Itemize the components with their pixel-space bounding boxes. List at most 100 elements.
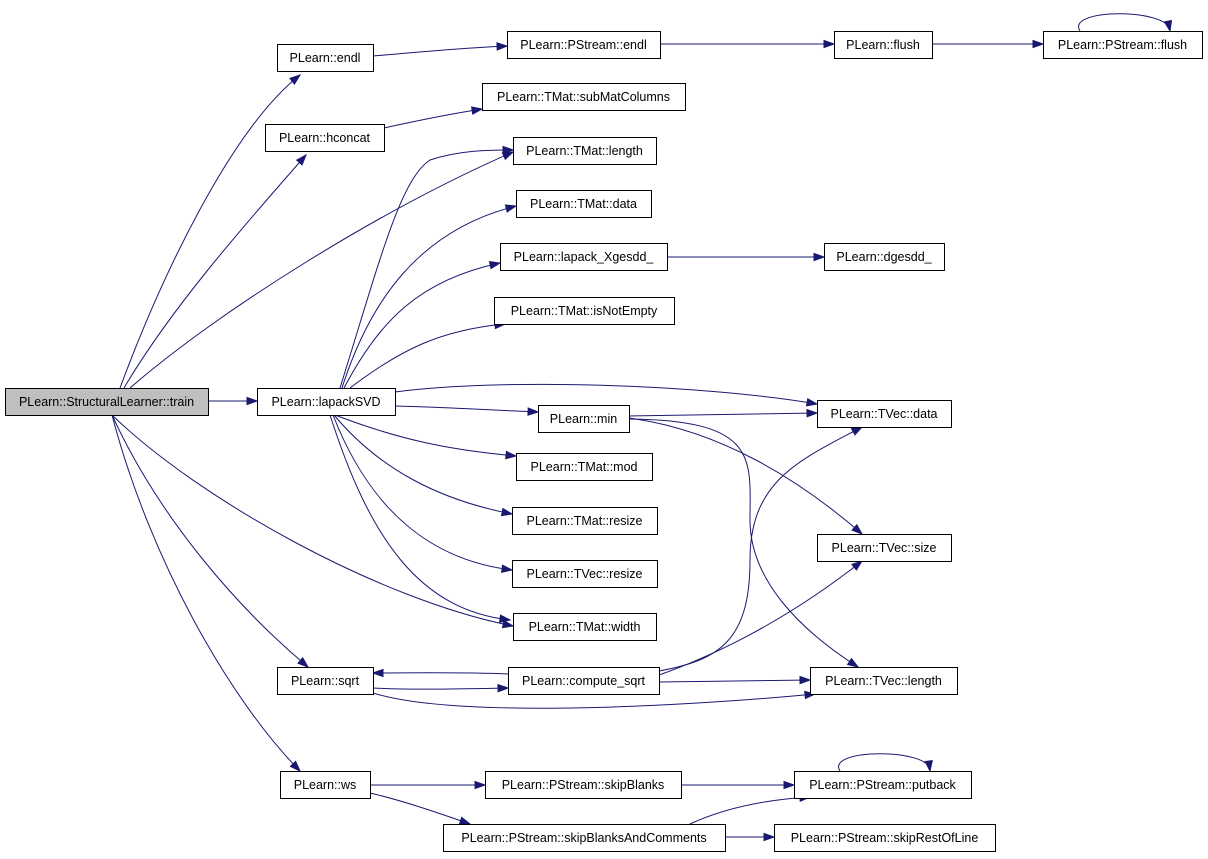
- arrowhead: [851, 560, 864, 571]
- node-box: [482, 83, 686, 111]
- node-label: PLearn::TVec::data: [830, 407, 937, 421]
- edge-sqrt-to-tvec_length: [372, 690, 817, 709]
- arrowhead: [504, 204, 518, 213]
- edge-lapackSVD-to-tvec_data: [394, 383, 819, 407]
- node-tvec_length[interactable]: PLearn::TVec::length: [810, 667, 958, 695]
- node-label: PLearn::PStream::skipBlanks: [502, 778, 665, 792]
- node-tmat_resize[interactable]: PLearn::TMat::resize: [512, 507, 658, 535]
- edge-train-to-hconcat: [123, 153, 307, 389]
- node-box: [512, 507, 658, 535]
- node-skipRestOfLine[interactable]: PLearn::PStream::skipRestOfLine: [774, 824, 996, 852]
- arrowhead: [501, 619, 515, 629]
- arrowhead: [850, 426, 864, 436]
- node-label: PLearn::flush: [846, 38, 920, 52]
- node-tmat_data[interactable]: PLearn::TMat::data: [516, 190, 652, 218]
- node-box: [817, 400, 952, 428]
- node-box: [774, 824, 996, 852]
- edge-lapackSVD-to-tmat_data: [341, 204, 518, 389]
- edge-train-to-endl: [119, 74, 302, 389]
- arrowhead: [289, 74, 302, 85]
- arrowhead: [246, 396, 259, 406]
- arrowhead: [371, 668, 384, 678]
- node-lapack_xgesdd[interactable]: PLearn::lapack_Xgesdd_: [500, 243, 668, 271]
- node-tvec_resize[interactable]: PLearn::TVec::resize: [512, 560, 658, 588]
- node-tmat_width[interactable]: PLearn::TMat::width: [513, 613, 657, 641]
- node-compute_sqrt[interactable]: PLearn::compute_sqrt: [508, 667, 660, 695]
- node-label: PLearn::TVec::resize: [526, 567, 642, 581]
- edge-skipBlanksAndComments-to-putback: [689, 793, 812, 825]
- node-tmat_mod[interactable]: PLearn::TMat::mod: [516, 453, 653, 481]
- node-lapackSVD[interactable]: PLearn::lapackSVD: [257, 388, 396, 416]
- edge-flush-to-pstream_flush: [932, 39, 1045, 49]
- node-endl[interactable]: PLearn::endl: [277, 44, 374, 72]
- edge-train-to-tmat_length: [129, 151, 515, 389]
- edge-min-to-tvec_length: [628, 418, 860, 668]
- node-min[interactable]: PLearn::min: [538, 405, 630, 433]
- node-label: PLearn::lapack_Xgesdd_: [514, 250, 655, 264]
- node-label: PLearn::TMat::width: [529, 620, 641, 634]
- arrowhead: [505, 450, 518, 460]
- node-tmat_length[interactable]: PLearn::TMat::length: [513, 137, 657, 165]
- node-box: [810, 667, 958, 695]
- edge-endl-to-pstream_endl: [372, 42, 509, 57]
- node-train[interactable]: PLearn::StructuralLearner::train: [5, 388, 209, 416]
- node-label: PLearn::PStream::skipBlanksAndComments: [461, 831, 706, 845]
- arrowhead: [805, 398, 819, 407]
- edge-putback-to-putback: [838, 753, 933, 773]
- node-skipBlanks[interactable]: PLearn::PStream::skipBlanks: [485, 771, 682, 799]
- node-dgesdd[interactable]: PLearn::dgesdd_: [824, 243, 945, 271]
- node-tvec_data[interactable]: PLearn::TVec::data: [817, 400, 952, 428]
- edge-ws-to-skipBlanks: [370, 780, 487, 790]
- node-box: [500, 243, 668, 271]
- edge-compute_sqrt-to-tvec_size: [658, 560, 864, 676]
- edge-ws-to-skipBlanksAndComments: [369, 792, 472, 825]
- node-box: [280, 771, 371, 799]
- arrowhead: [806, 408, 819, 418]
- node-label: PLearn::PStream::skipRestOfLine: [791, 831, 979, 845]
- node-putback[interactable]: PLearn::PStream::putback: [794, 771, 972, 799]
- call-graph-edges: [111, 13, 1173, 842]
- arrowhead: [924, 760, 933, 773]
- node-box: [538, 405, 630, 433]
- node-hconcat[interactable]: PLearn::hconcat: [265, 124, 385, 152]
- node-box: [513, 613, 657, 641]
- arrowhead: [1032, 39, 1045, 49]
- node-label: PLearn::TVec::size: [832, 541, 937, 555]
- node-box: [443, 824, 726, 852]
- node-flush[interactable]: PLearn::flush: [834, 31, 933, 59]
- node-sqrt[interactable]: PLearn::sqrt: [277, 667, 374, 695]
- node-subMatColumns[interactable]: PLearn::TMat::subMatColumns: [482, 83, 686, 111]
- arrowhead: [496, 42, 509, 51]
- node-tvec_size[interactable]: PLearn::TVec::size: [817, 534, 952, 562]
- node-box: [516, 453, 653, 481]
- edge-lapackSVD-to-tmat_resize: [333, 414, 514, 517]
- edge-skipBlanks-to-putback: [681, 780, 796, 790]
- node-pstream_endl[interactable]: PLearn::PStream::endl: [507, 31, 661, 59]
- edge-sqrt-to-compute_sqrt: [372, 683, 510, 693]
- node-box: [5, 388, 209, 416]
- arrowhead: [501, 564, 514, 573]
- node-box: [507, 31, 661, 59]
- arrowhead: [804, 690, 817, 700]
- node-label: PLearn::TVec::length: [825, 674, 942, 688]
- node-label: PLearn::TMat::resize: [526, 514, 642, 528]
- arrowhead: [846, 657, 860, 668]
- edge-compute_sqrt-to-sqrt: [371, 668, 509, 678]
- node-isNotEmpty[interactable]: PLearn::TMat::isNotEmpty: [494, 297, 675, 325]
- call-graph-nodes: PLearn::StructuralLearner::trainPLearn::…: [5, 31, 1203, 852]
- arrowhead: [527, 407, 540, 416]
- edge-lapackSVD-to-tvec_resize: [332, 414, 514, 573]
- edge-pstream_endl-to-flush: [660, 39, 836, 49]
- node-label: PLearn::TMat::subMatColumns: [497, 90, 670, 104]
- node-label: PLearn::hconcat: [279, 131, 371, 145]
- edge-pstream_flush-to-pstream_flush: [1078, 13, 1173, 33]
- arrowhead: [799, 675, 812, 685]
- arrowhead: [458, 816, 472, 825]
- node-label: PLearn::compute_sqrt: [522, 674, 646, 688]
- node-box: [277, 667, 374, 695]
- node-skipBlanksAndComments[interactable]: PLearn::PStream::skipBlanksAndComments: [443, 824, 726, 852]
- node-box: [512, 560, 658, 588]
- node-ws[interactable]: PLearn::ws: [280, 771, 371, 799]
- node-label: PLearn::TMat::length: [526, 144, 643, 158]
- node-pstream_flush[interactable]: PLearn::PStream::flush: [1043, 31, 1203, 59]
